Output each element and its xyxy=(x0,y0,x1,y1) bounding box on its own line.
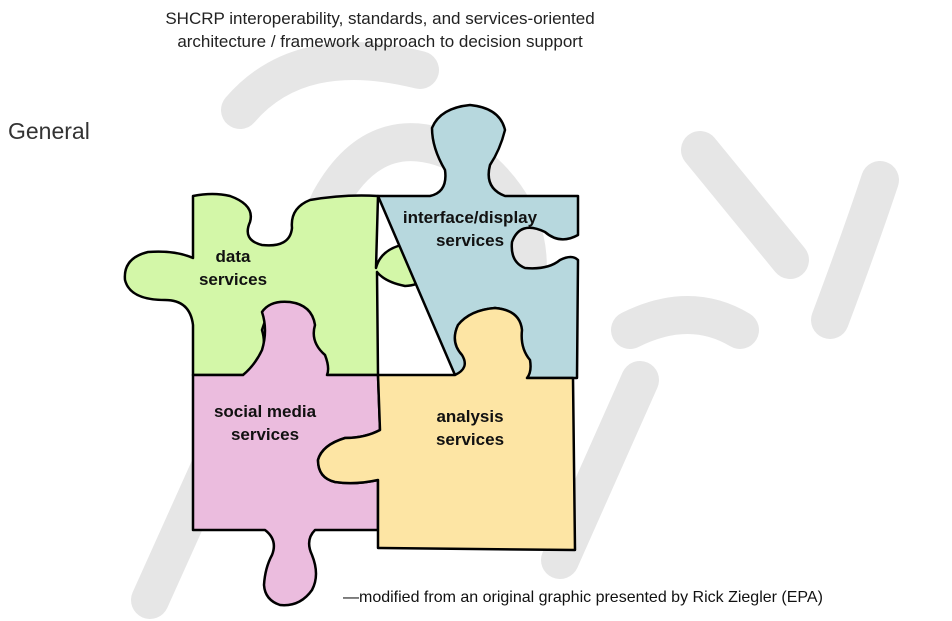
interface-services-label: interface/display services xyxy=(384,206,556,252)
social-media-services-label-line1: social media xyxy=(213,402,317,421)
diagram-title-line-1: SHCRP interoperability, standards, and s… xyxy=(165,9,595,28)
puzzle-piece-analysis-services xyxy=(316,306,577,552)
data-services-label-line1: data xyxy=(215,247,251,266)
analysis-services-label: analysis services xyxy=(410,405,530,451)
interface-services-label-line1: interface/display xyxy=(402,208,538,227)
diagram-title-line-2: architecture / framework approach to dec… xyxy=(177,32,583,51)
attribution-caption: —modified from an original graphic prese… xyxy=(343,589,823,606)
section-label: General xyxy=(8,118,90,144)
interface-services-label-line2: services xyxy=(435,231,505,250)
data-services-label-line2: services xyxy=(198,270,268,289)
data-services-label: data services xyxy=(178,245,288,291)
analysis-services-label-line1: analysis xyxy=(436,407,504,426)
social-media-services-label-line2: services xyxy=(230,425,300,444)
analysis-services-label-line2: services xyxy=(435,430,505,449)
social-media-services-label: social media services xyxy=(200,400,330,446)
